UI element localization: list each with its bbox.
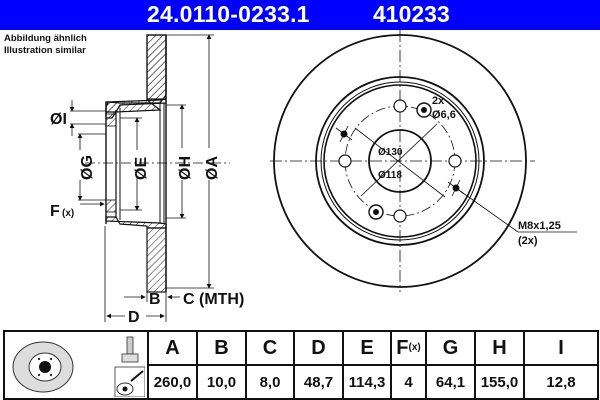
value-A: 260,0 bbox=[147, 364, 198, 400]
col-header-A: A bbox=[147, 330, 198, 366]
brake-disc-thumbnail-icon bbox=[12, 336, 145, 397]
thread-tool-icon bbox=[114, 366, 145, 397]
col-header-F-label: F bbox=[396, 336, 409, 359]
dim-label-I: ØI bbox=[50, 111, 67, 128]
dim-label-C: C (MTH) bbox=[183, 291, 244, 308]
illustration-note: Abbildung ähnlich Illustration similar bbox=[4, 33, 87, 57]
technical-drawing: ØI ØG ØE ØH ØA F (x) B C (MTH) bbox=[50, 30, 577, 326]
col-header-G: G bbox=[425, 330, 476, 366]
pcd-outer-label: Ø130 bbox=[378, 147, 403, 158]
note-english: Illustration similar bbox=[4, 45, 86, 56]
value-D: 48,7 bbox=[293, 364, 344, 400]
value-C: 8,0 bbox=[245, 364, 295, 400]
col-header-I: I bbox=[523, 330, 599, 366]
front-view: Ø130 Ø118 2x Ø6,6 M8x1,25 (2x) bbox=[270, 30, 577, 292]
title-bar: 24.0110-0233.1 410233 bbox=[0, 0, 600, 30]
value-I: 12,8 bbox=[523, 364, 599, 400]
dim-label-B: B bbox=[149, 291, 161, 308]
spec-value-row: 260,0 10,0 8,0 48,7 114,3 4 64,1 155,0 1… bbox=[4, 364, 599, 400]
hole-diameter-label: Ø6,6 bbox=[432, 109, 456, 121]
col-header-C: C bbox=[245, 330, 295, 366]
value-G: 64,1 bbox=[425, 364, 476, 400]
dim-label-A: ØA bbox=[204, 156, 221, 180]
dim-label-G: ØG bbox=[79, 155, 96, 180]
side-section-view: ØI ØG ØE ØH ØA F (x) B C (MTH) bbox=[50, 34, 244, 326]
col-header-F-sub: (x) bbox=[408, 341, 421, 353]
col-header-H: H bbox=[474, 330, 525, 366]
article-code: 410233 bbox=[373, 1, 450, 27]
value-E: 114,3 bbox=[342, 364, 392, 400]
col-header-D: D bbox=[293, 330, 344, 366]
bolt-icon bbox=[121, 336, 139, 363]
note-german: Abbildung ähnlich bbox=[4, 33, 87, 44]
col-header-F: F(x) bbox=[390, 330, 427, 366]
part-number: 24.0110-0233.1 bbox=[147, 1, 310, 27]
thumbnail-cell bbox=[3, 330, 149, 400]
value-B: 10,0 bbox=[196, 364, 247, 400]
dim-label-F: F bbox=[50, 203, 60, 220]
spec-table: A B C D E F(x) G H I 260,0 10,0 8,0 48,7… bbox=[3, 330, 599, 400]
value-H: 155,0 bbox=[474, 364, 525, 400]
pcd-inner-label: Ø118 bbox=[378, 170, 402, 181]
dim-label-H: ØH bbox=[177, 156, 194, 180]
dim-label-D: D bbox=[128, 309, 140, 326]
hole-count-label: 2x bbox=[432, 95, 445, 107]
spec-header-row: A B C D E F(x) G H I bbox=[3, 330, 599, 400]
thread-count-label: (2x) bbox=[518, 235, 538, 247]
dim-label-F-sub: (x) bbox=[62, 208, 74, 219]
col-header-B: B bbox=[196, 330, 247, 366]
value-F: 4 bbox=[390, 364, 427, 400]
dim-label-E: ØE bbox=[133, 157, 150, 180]
thread-label: M8x1,25 bbox=[518, 220, 561, 232]
col-header-E: E bbox=[342, 330, 392, 366]
